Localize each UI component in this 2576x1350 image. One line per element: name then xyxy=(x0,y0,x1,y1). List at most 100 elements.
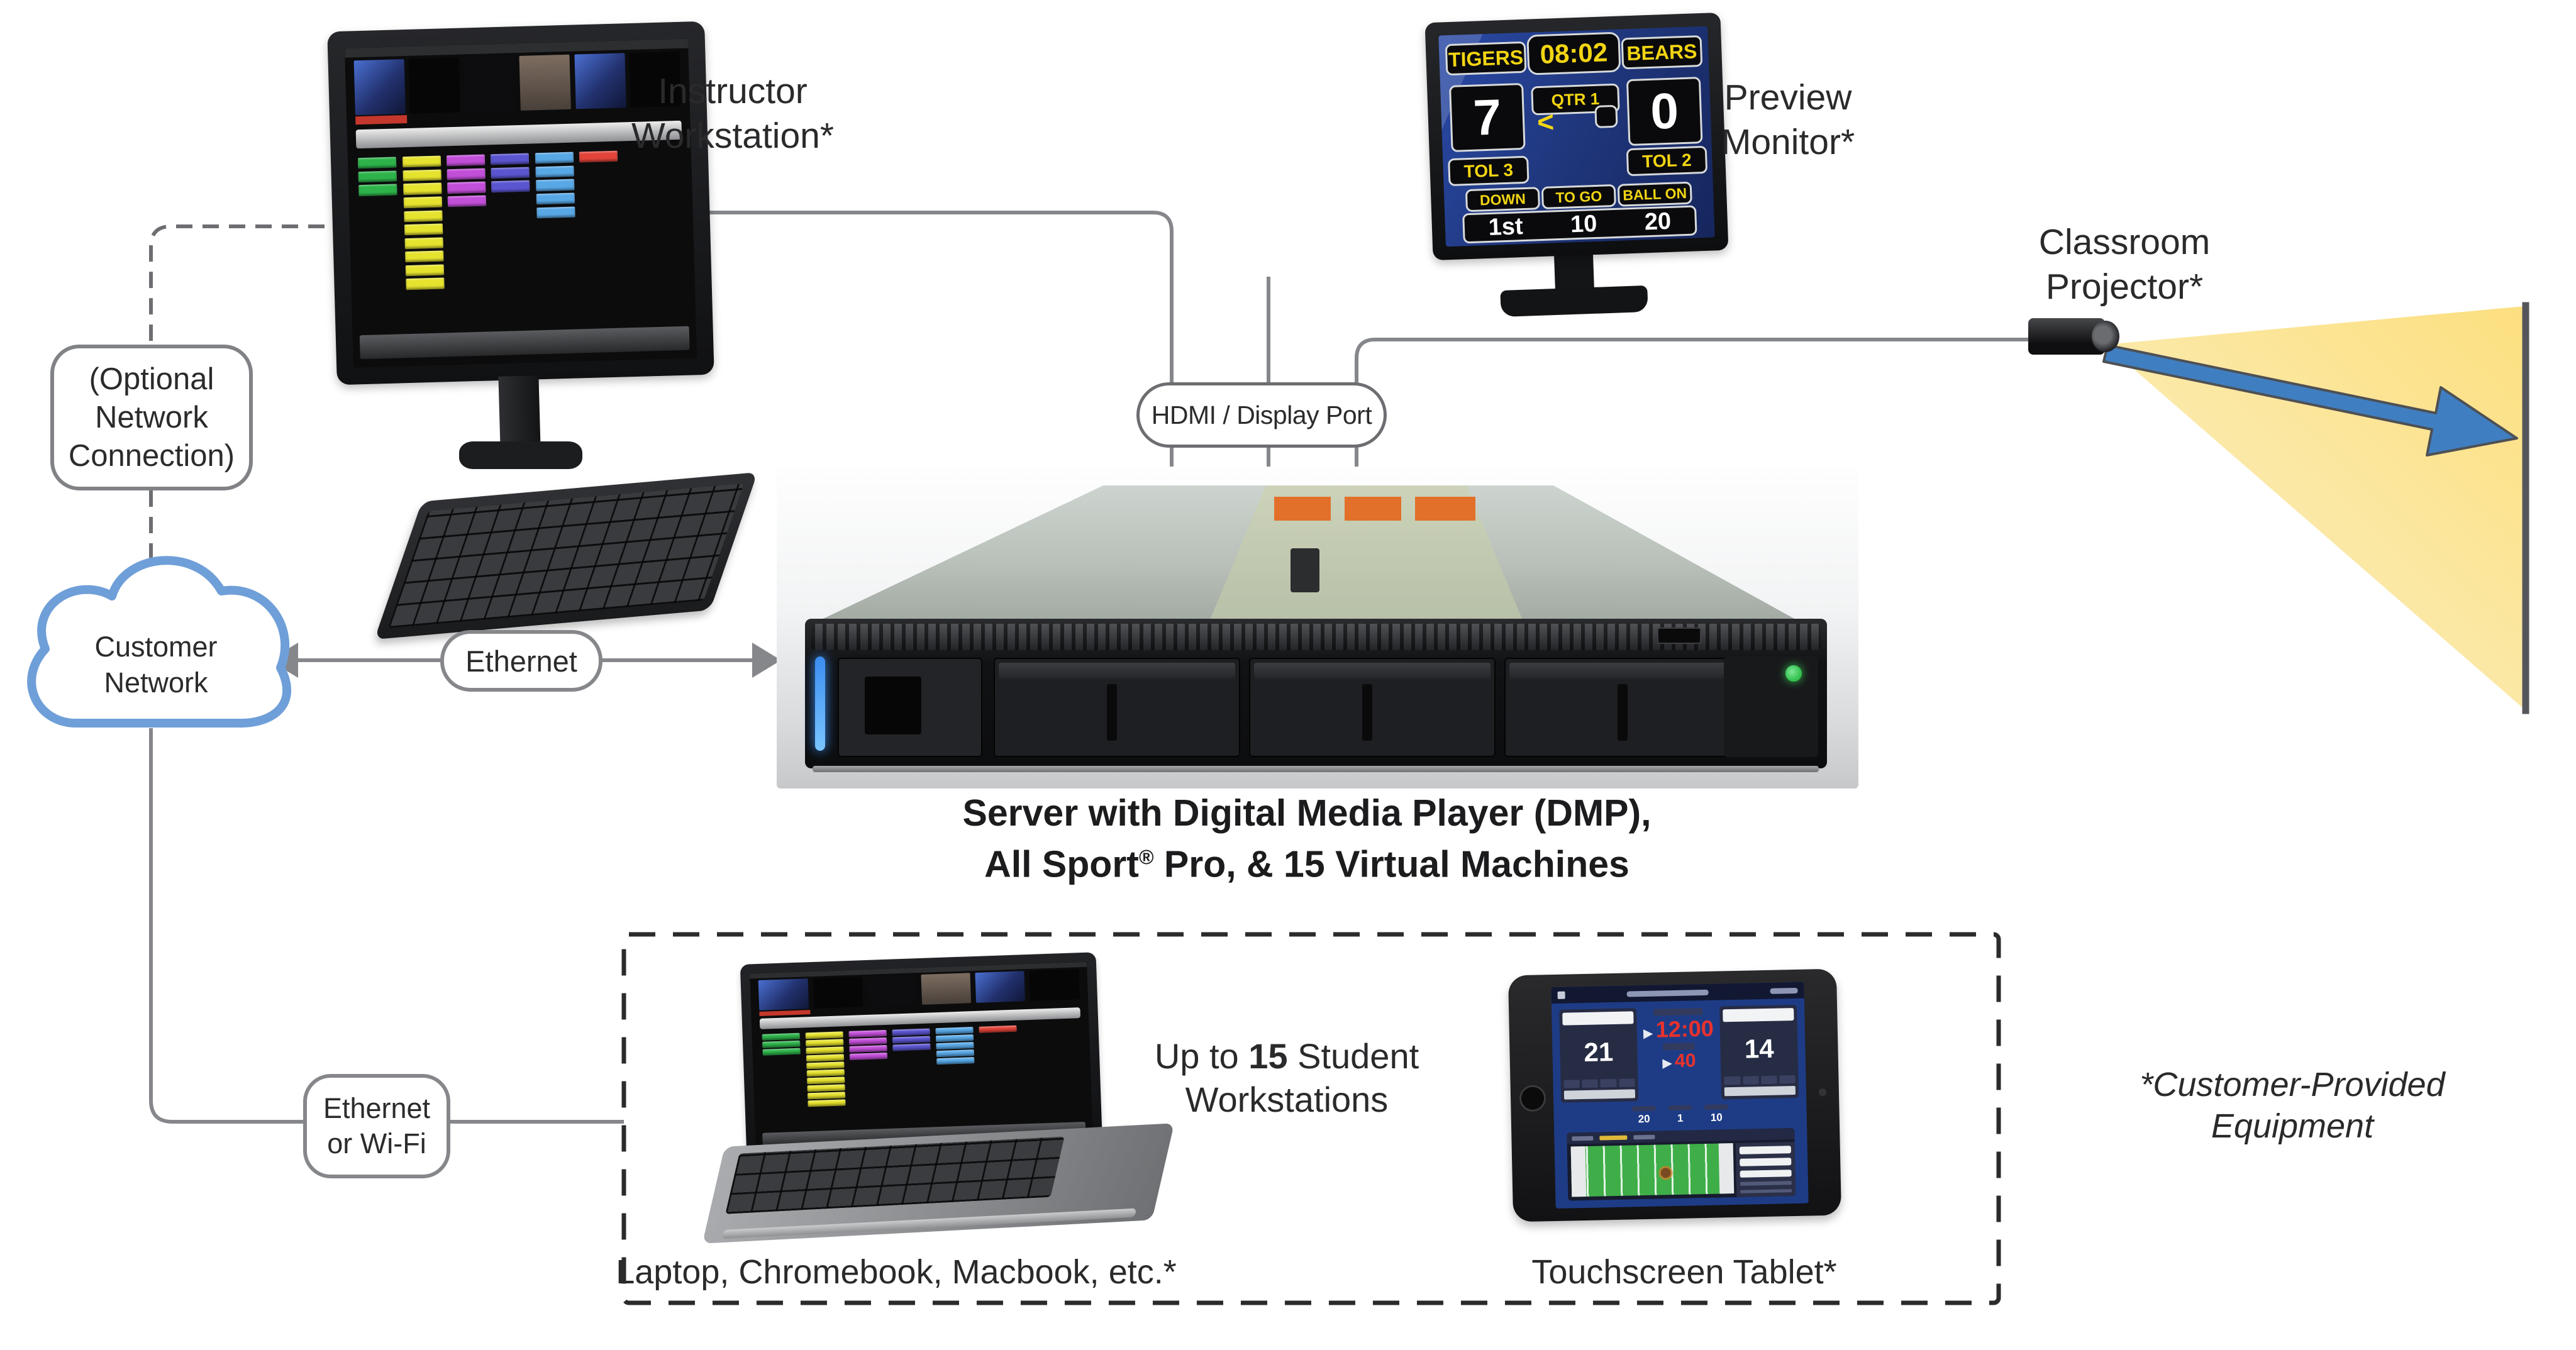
instructor-label-line1: Instructor xyxy=(658,71,808,111)
scoreboard-guest-name: BEARS xyxy=(1621,35,1703,70)
play-icon: ▶ xyxy=(1643,1026,1653,1041)
football-field xyxy=(1570,1143,1735,1197)
preview-monitor: TIGERS 08:02 BEARS 7 < QTR 1 0 TOL 3 TOL… xyxy=(1424,12,1729,261)
selected-strip xyxy=(759,1009,811,1016)
app-column-bar xyxy=(535,179,574,191)
app-column xyxy=(402,155,446,331)
drive-bay xyxy=(1504,658,1751,757)
media-thumb xyxy=(813,977,863,1009)
hdmi-label: HDMI / Display Port xyxy=(1151,400,1372,429)
students-line2: Workstations xyxy=(1185,1080,1389,1119)
ethwifi-line2: or Wi-Fi xyxy=(327,1127,426,1159)
app-column xyxy=(358,157,401,332)
server-orange-label xyxy=(1345,497,1401,521)
scoreboard-home-name: TIGERS xyxy=(1445,41,1527,76)
user-bar xyxy=(1770,987,1798,994)
team-name-bar xyxy=(1723,1008,1794,1022)
server-module-slot xyxy=(864,676,922,735)
app-column-bar xyxy=(491,167,530,179)
server-caption-line2: All Sport® Pro, & 15 Virtual Machines xyxy=(962,835,1651,887)
app-column-bar xyxy=(849,1053,888,1060)
app-column-bar xyxy=(402,155,441,168)
play-icon: ▶ xyxy=(1662,1056,1672,1071)
app-column-bar xyxy=(848,1030,887,1037)
hdmi-displayport-pill: HDMI / Display Port xyxy=(1136,382,1387,448)
app-column-bar xyxy=(446,154,486,167)
server-vent-rail xyxy=(811,624,1821,650)
scoreboard-togo-label: TO GO xyxy=(1541,184,1616,209)
app-column-bar xyxy=(892,1028,930,1036)
team-name-bar xyxy=(1562,1011,1634,1026)
field-controls xyxy=(1735,1142,1796,1197)
field-toolbar xyxy=(1567,1128,1795,1144)
app-column-bar xyxy=(579,150,618,163)
app-column-bar xyxy=(535,152,574,164)
ball-marker-icon xyxy=(1660,1167,1671,1178)
clock-panel: ▶ 12:00 ▶ 40 xyxy=(1643,1007,1716,1101)
customer-network-label: Customer Network xyxy=(83,629,229,700)
score-buttons xyxy=(1563,1078,1635,1088)
students-count: 15 xyxy=(1248,1036,1288,1076)
app-column-bar xyxy=(491,180,530,192)
app-column xyxy=(892,1028,933,1127)
app-column xyxy=(935,1027,976,1125)
ethernet-wifi-pill: Ethernet or Wi-Fi xyxy=(303,1074,450,1178)
app-column-bar xyxy=(404,237,443,250)
server-right-module xyxy=(1724,656,1818,757)
projector-label-line1: Classroom xyxy=(2038,222,2211,262)
app-column-bar xyxy=(402,182,442,195)
tablet-screen: 21 ▶ 12:00 ▶ 40 14 20 xyxy=(1551,982,1809,1209)
app-column-bar xyxy=(936,1057,975,1065)
server-handle xyxy=(1291,548,1319,592)
media-thumb xyxy=(574,53,626,109)
caption-allsport: All Sport xyxy=(984,843,1139,885)
app-column-bar xyxy=(806,1046,844,1054)
play-clock-label-bar xyxy=(1662,1043,1695,1051)
monitor-stand xyxy=(498,375,541,450)
app-column-bar xyxy=(762,1048,801,1056)
tablet-toolbar xyxy=(1551,982,1804,1004)
media-thumb xyxy=(921,973,972,1005)
game-clock-row: ▶ 12:00 xyxy=(1643,1015,1714,1043)
caption-rest: Pro, & 15 Virtual Machines xyxy=(1153,843,1629,885)
scoreboard-clock: 08:02 xyxy=(1526,31,1621,75)
preview-label-line2: Monitor* xyxy=(1721,122,1855,162)
media-thumb xyxy=(519,55,571,111)
projector-label-line2: Projector* xyxy=(2045,267,2204,307)
app-column xyxy=(979,1025,1019,1124)
server-orange-label xyxy=(1414,497,1475,521)
server-front-bezel xyxy=(805,619,1827,768)
app-column-bar xyxy=(536,192,575,205)
app-toolbar xyxy=(359,326,690,360)
projection-arrow-icon xyxy=(2102,344,2518,456)
app-column xyxy=(762,1033,803,1131)
panel-footer xyxy=(1563,1089,1635,1100)
app-column-bar xyxy=(762,1040,801,1048)
app-column xyxy=(535,152,578,327)
home-score: 21 xyxy=(1584,1036,1614,1067)
media-thumb xyxy=(464,56,516,113)
touchscreen-tablet: 21 ▶ 12:00 ▶ 40 14 20 xyxy=(1507,968,1842,1222)
app-column-bar xyxy=(404,223,443,236)
server-caption: Server with Digital Media Player (DMP), … xyxy=(962,791,1651,887)
play-clock: 40 xyxy=(1674,1050,1696,1071)
hdmi-to-projector-connector xyxy=(1355,338,2030,485)
camera-icon xyxy=(1818,1088,1827,1097)
server-led-strip xyxy=(815,656,825,751)
app-column-bar xyxy=(491,153,530,165)
app-column-bar xyxy=(405,277,445,290)
scoreboard-ballon-value: 20 xyxy=(1644,207,1672,235)
projector-beam xyxy=(2106,306,2524,709)
customer-note-line2: Equipment xyxy=(2211,1107,2374,1145)
cloud-to-students-connector xyxy=(149,728,624,1124)
app-column xyxy=(805,1031,847,1130)
laptop-display xyxy=(750,961,1093,1151)
app-column-bar xyxy=(535,165,574,178)
app-title-bar xyxy=(1626,989,1709,997)
optional-network-box: (Optional Network Connection) xyxy=(50,345,253,490)
down-stat: 1 xyxy=(1666,1105,1695,1125)
app-column-bar xyxy=(935,1027,974,1034)
button-grid xyxy=(358,149,686,332)
